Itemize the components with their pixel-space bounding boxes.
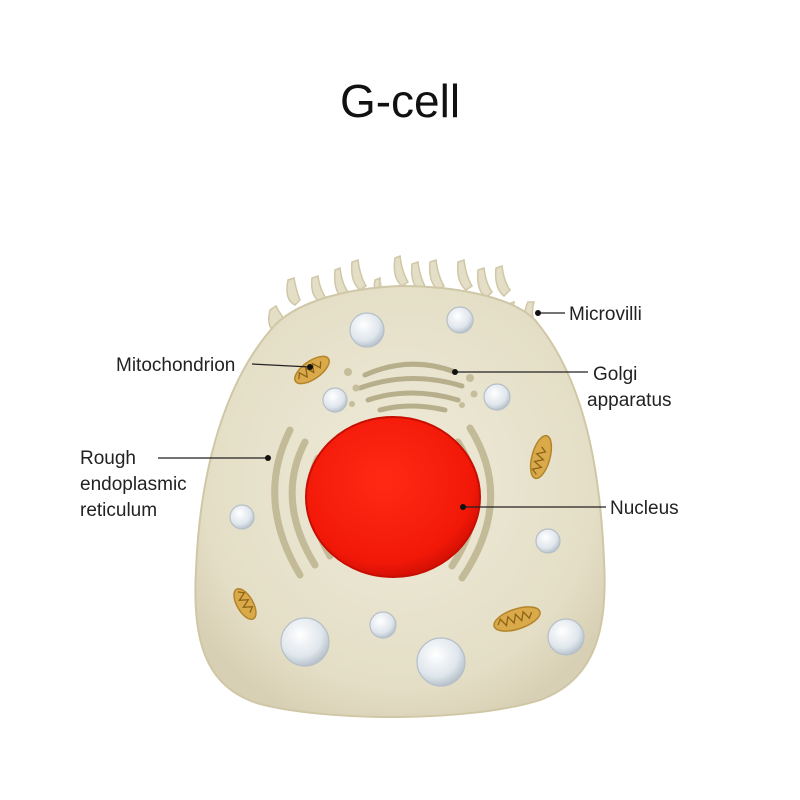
golgi-vesicles: [344, 368, 478, 408]
label-rough-er-line-2: endoplasmic: [80, 474, 187, 495]
nucleus: [305, 416, 481, 578]
vesicles: [229, 306, 585, 687]
leader-golgi: [452, 369, 588, 375]
page-title: G-cell: [340, 75, 460, 127]
mitochondrion-4: [493, 606, 541, 632]
golgi-apparatus: [357, 361, 465, 413]
label-golgi-line-2: apparatus: [587, 390, 672, 411]
mitochondrion-3: [233, 587, 257, 621]
label-microvilli: Microvilli: [569, 304, 642, 325]
leader-rough-er: [158, 455, 271, 461]
label-mitochondrion: Mitochondrion: [116, 355, 235, 376]
leader-nucleus: [460, 504, 606, 510]
label-rough-er-line-1: Rough: [80, 448, 136, 469]
leader-mitochondrion: [251, 363, 313, 370]
leader-microvilli: [535, 310, 565, 316]
mitochondrion-1: [294, 355, 330, 385]
label-golgi-line-1: Golgi: [593, 364, 637, 385]
mitochondrion-2: [529, 434, 553, 480]
label-rough-er-line-3: reticulum: [80, 500, 157, 521]
label-nucleus: Nucleus: [610, 498, 679, 519]
